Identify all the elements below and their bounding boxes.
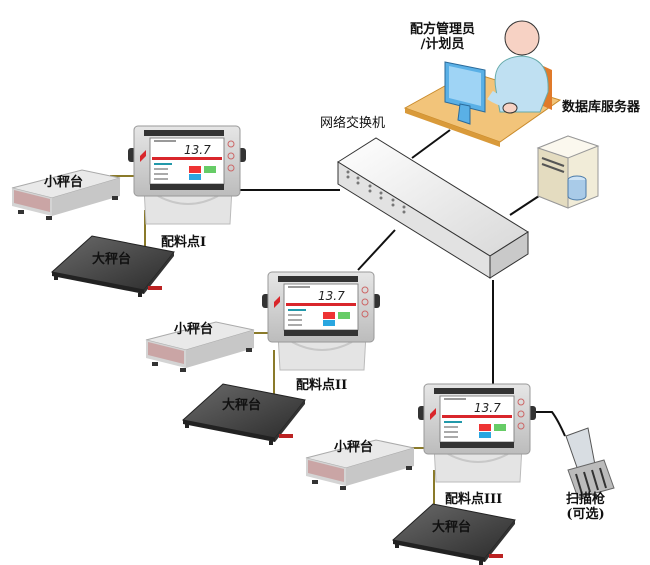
station-3 xyxy=(305,383,537,565)
network-cables xyxy=(238,129,566,437)
station-3-small-scale-label: 小秤台 xyxy=(334,440,374,455)
station-2 xyxy=(145,271,381,446)
weighing-indicator-icon xyxy=(261,271,381,371)
station-1-readout: 13.7 xyxy=(184,143,211,157)
weighing-indicator-icon xyxy=(127,125,247,225)
scanner-label-line2: (可选) xyxy=(566,507,605,522)
station-1-large-scale-label: 大秤台 xyxy=(92,252,132,267)
station-1 xyxy=(11,125,247,298)
database-server-label: 数据库服务器 xyxy=(562,100,641,115)
scanner-label: 扫描枪 (可选) xyxy=(566,492,605,522)
station-3-readout: 13.7 xyxy=(474,401,501,415)
station-3-large-scale-label: 大秤台 xyxy=(432,520,472,535)
network-switch-label: 网络交换机 xyxy=(320,116,386,131)
cable-switch-station2 xyxy=(357,229,396,271)
station-1-label: 配料点I xyxy=(161,235,207,250)
weighing-indicator-icon xyxy=(417,383,537,483)
operator-label-line1: 配方管理员 xyxy=(410,22,476,37)
operator-workstation-icon xyxy=(403,20,562,147)
cable-station3-scanner xyxy=(528,411,566,437)
station-2-small-scale-label: 小秤台 xyxy=(174,322,214,337)
station-3-label: 配料点III xyxy=(445,492,503,507)
scanner-label-line1: 扫描枪 xyxy=(566,492,606,507)
station-1-small-scale-label: 小秤台 xyxy=(44,175,84,190)
operator-label: 配方管理员 /计划员 xyxy=(410,22,475,52)
cable-switch-operator xyxy=(411,129,451,159)
operator-label-line2: /计划员 xyxy=(420,37,465,52)
large-scale-platform-icon xyxy=(182,383,306,446)
station-2-large-scale-label: 大秤台 xyxy=(222,398,262,413)
server-database-icon xyxy=(536,135,600,209)
network-switch-icon xyxy=(337,137,529,279)
barcode-scanner-icon xyxy=(565,427,615,499)
station-2-label: 配料点II xyxy=(296,378,348,393)
station-2-readout: 13.7 xyxy=(318,289,345,303)
